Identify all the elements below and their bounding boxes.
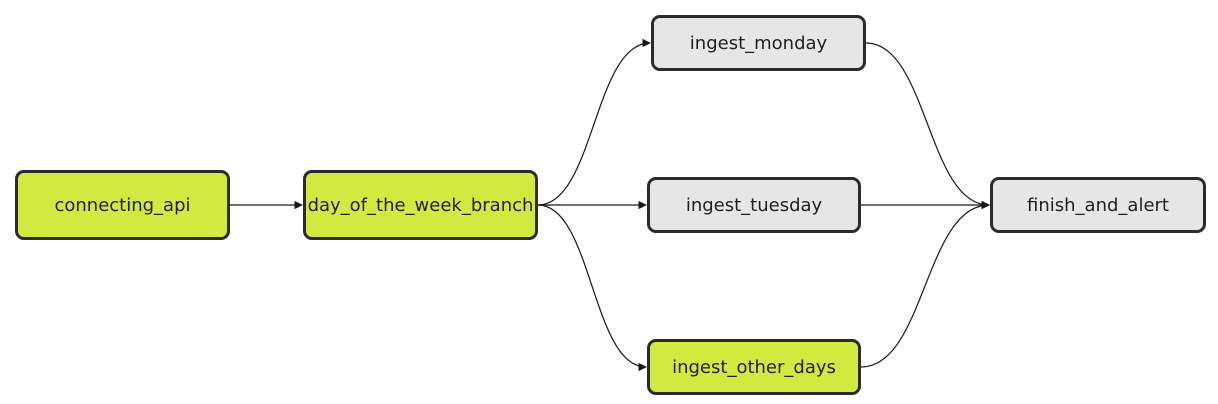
task-label: ingest_other_days: [672, 356, 836, 378]
task-node-ingest-tuesday[interactable]: ingest_tuesday: [647, 177, 861, 233]
task-label: connecting_api: [54, 194, 191, 216]
task-node-day-of-the-week-branch[interactable]: day_of_the_week_branch: [303, 170, 538, 240]
task-label: ingest_monday: [689, 32, 828, 54]
task-label: finish_and_alert: [1027, 194, 1169, 216]
task-node-ingest-monday[interactable]: ingest_monday: [651, 15, 866, 71]
task-node-ingest-other-days[interactable]: ingest_other_days: [647, 339, 861, 395]
task-node-finish-and-alert[interactable]: finish_and_alert: [990, 177, 1206, 233]
edge-ingest_other_days-to-finish_and_alert: [860, 200, 990, 368]
edge-day_of_the_week_branch-to-ingest_monday: [537, 38, 651, 206]
task-label: ingest_tuesday: [685, 194, 823, 216]
edge-ingest_monday-to-finish_and_alert: [865, 42, 990, 210]
edge-day_of_the_week_branch-to-ingest_other_days: [537, 204, 647, 372]
task-label: day_of_the_week_branch: [307, 194, 534, 216]
task-node-connecting-api[interactable]: connecting_api: [15, 170, 230, 240]
